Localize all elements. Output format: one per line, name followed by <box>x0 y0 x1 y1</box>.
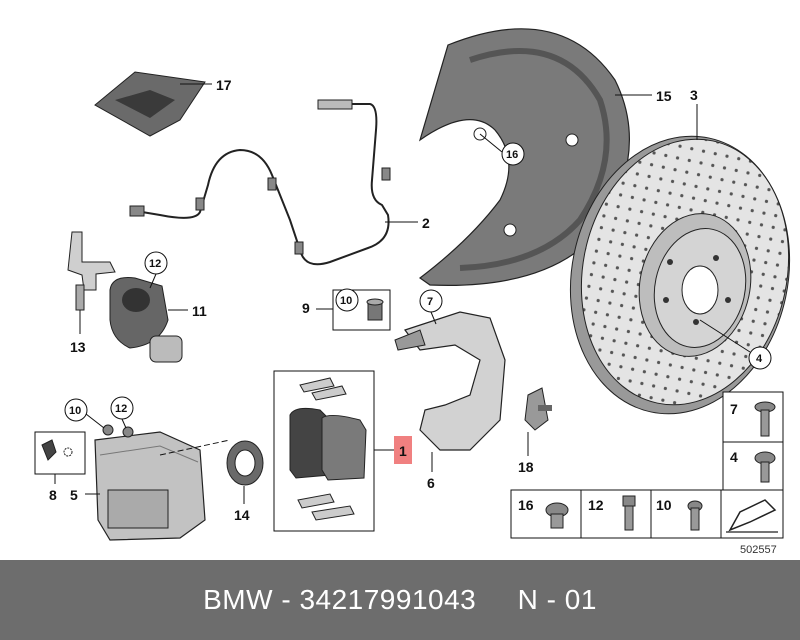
hw-label-7: 7 <box>730 401 738 417</box>
part-2-wear-sensor <box>129 99 391 266</box>
callout-5: 5 <box>70 487 78 503</box>
box-8 <box>34 431 86 475</box>
highlight-1 <box>394 436 412 464</box>
part-15-splash-guard <box>418 28 630 286</box>
part-10-guide-bolt-cap <box>366 298 384 321</box>
callout-1: 1 <box>399 443 407 459</box>
part-6-caliper-carrier <box>394 289 506 451</box>
callout-8: 8 <box>49 487 57 503</box>
callout-17: 17 <box>216 77 232 93</box>
assembly-line <box>159 439 231 456</box>
hw-bolt-4 <box>754 451 776 483</box>
part-14-seal <box>226 440 264 486</box>
part-13-bracket <box>67 231 116 311</box>
footer-separator: - <box>273 584 300 615</box>
part-8-holder <box>41 439 73 461</box>
callout-15: 15 <box>656 88 672 104</box>
callout-4: 4 <box>756 353 763 365</box>
footer-gap <box>476 584 517 615</box>
hw-nut-16 <box>545 502 569 529</box>
callout-10-caliper: 10 <box>69 405 81 417</box>
part-3-brake-disc <box>569 135 791 415</box>
part-5-brake-caliper <box>94 424 206 541</box>
image-number: 502557 <box>740 544 777 556</box>
circle-4 <box>748 346 772 370</box>
circle-10-caliper <box>64 398 88 422</box>
hw-label-4: 4 <box>730 449 738 465</box>
hw-direction-arrow <box>726 499 778 533</box>
footer-brand: BMW <box>203 584 274 615</box>
callout-18: 18 <box>518 459 534 475</box>
hw-label-16: 16 <box>518 497 534 513</box>
callout-6: 6 <box>427 475 435 491</box>
hw-bolt-7 <box>754 401 776 437</box>
callout-9: 9 <box>302 300 310 316</box>
parts-diagram: 17 2 15 16 3 4 <box>34 28 791 556</box>
callout-2: 2 <box>422 215 430 231</box>
circle-10-box <box>335 288 359 312</box>
callout-12-top: 12 <box>149 258 161 270</box>
hw-label-12: 12 <box>588 497 604 513</box>
callout-7: 7 <box>427 296 433 308</box>
callout-10-box: 10 <box>340 295 352 307</box>
leader-16 <box>479 133 503 153</box>
leader-10-caliper <box>85 413 105 429</box>
footer-bar: BMW - 34217991043 N - 01 <box>0 560 800 640</box>
hw-label-10: 10 <box>656 497 672 513</box>
hw-bolt-10 <box>687 500 703 531</box>
footer-caption: BMW - 34217991043 N - 01 <box>0 584 800 616</box>
footer-part-number: 34217991043 <box>299 584 477 615</box>
hardware-panel <box>510 391 784 539</box>
diagram-svg: 17 2 15 16 3 4 <box>34 28 791 556</box>
part-1-brake-pads <box>289 377 367 521</box>
part-18-clip <box>524 387 552 431</box>
callout-14: 14 <box>234 507 250 523</box>
callout-16: 16 <box>506 149 518 161</box>
leader-7 <box>430 311 437 325</box>
leader-4 <box>699 319 751 353</box>
part-17-protective-cap <box>94 71 206 137</box>
footer-suffix: N - 01 <box>517 584 597 615</box>
part-11-parking-brake-actuator <box>109 277 183 363</box>
callout-12-caliper: 12 <box>115 403 127 415</box>
hw-screw-12 <box>622 495 636 531</box>
leader-12-caliper <box>121 418 127 429</box>
callout-13: 13 <box>70 339 86 355</box>
leader-12-top <box>149 273 157 289</box>
callout-3: 3 <box>690 87 698 103</box>
callout-11: 11 <box>192 303 207 319</box>
circle-16 <box>501 142 525 166</box>
